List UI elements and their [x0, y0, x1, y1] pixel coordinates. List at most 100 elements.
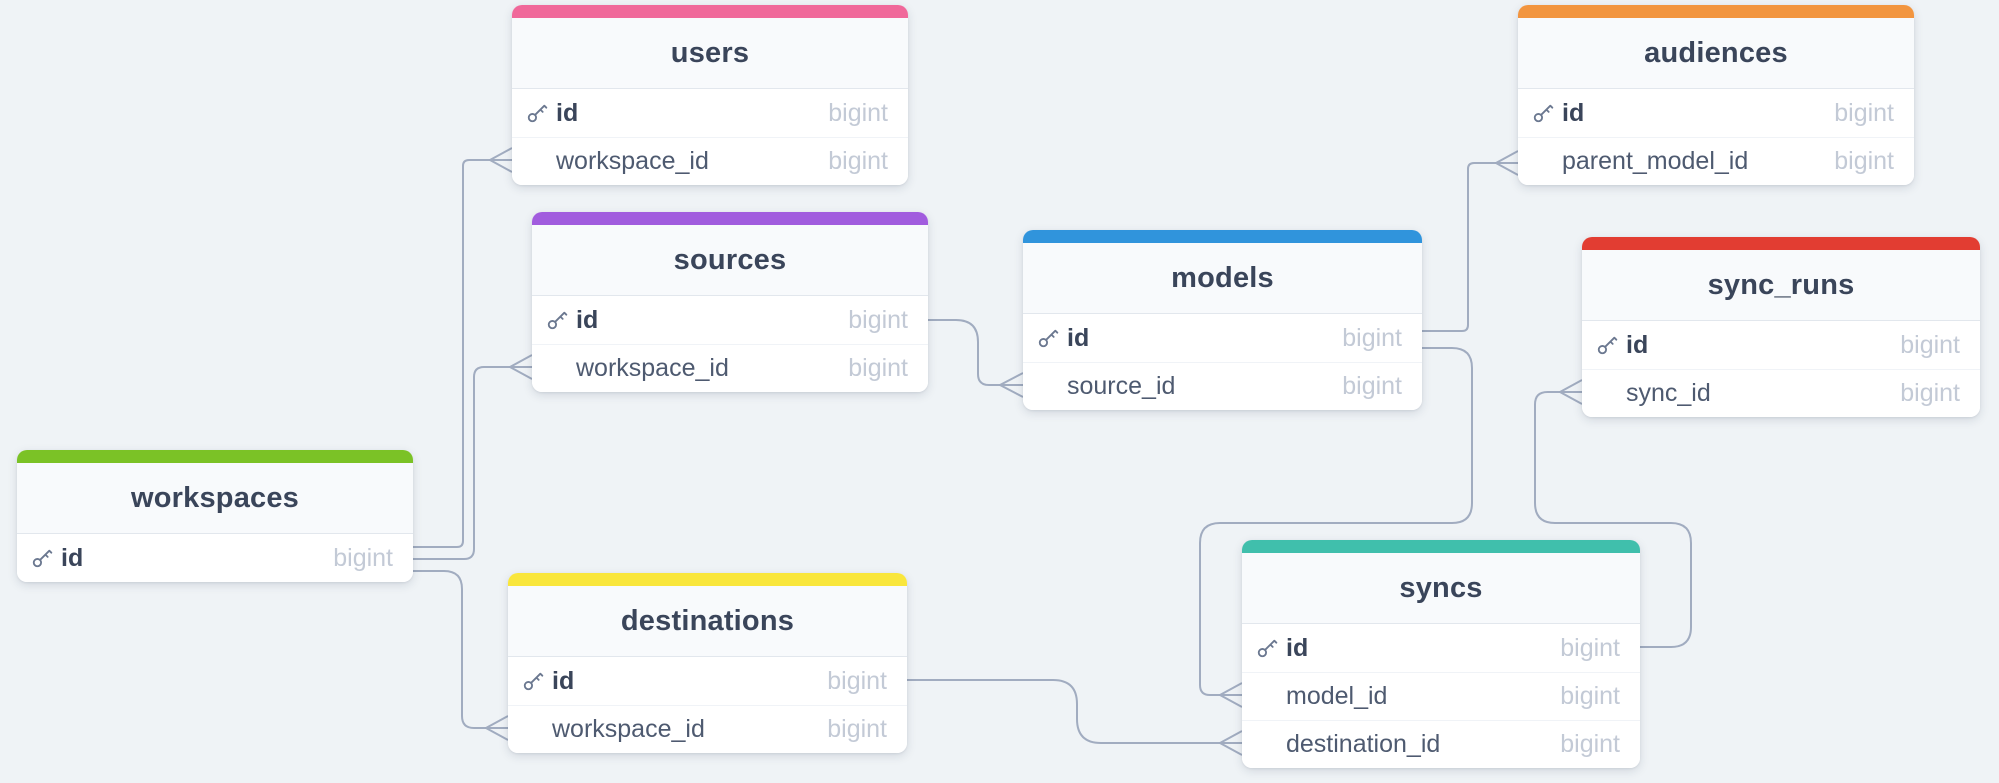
field-row-destination_id: destination_id bigint — [1242, 720, 1640, 768]
field-name: workspace_id — [552, 715, 705, 743]
field-name: id — [1286, 633, 1309, 662]
table-header: users — [512, 18, 908, 89]
field-name: id — [1562, 98, 1585, 127]
key-icon-spacer — [1596, 382, 1626, 406]
table-sources[interactable]: sources id bigint workspace_id bigint — [532, 212, 928, 392]
table-color-bar — [1582, 237, 1980, 250]
field-type: bigint — [1342, 323, 1402, 352]
primary-key-icon — [31, 546, 61, 570]
field-type: bigint — [848, 354, 908, 382]
field-row-workspace_id: workspace_id bigint — [508, 705, 907, 753]
field-name: parent_model_id — [1562, 147, 1749, 175]
primary-key-icon — [1037, 326, 1067, 350]
field-type: bigint — [827, 666, 887, 695]
field-name: workspace_id — [576, 354, 729, 382]
field-type: bigint — [827, 715, 887, 743]
relationship-models.id-to-audiences.parent_model_id — [1422, 150, 1519, 332]
field-name: id — [1067, 323, 1090, 352]
table-title: audiences — [1644, 36, 1788, 69]
table-models[interactable]: models id bigint source_id bigint — [1023, 230, 1422, 410]
field-row-workspace_id: workspace_id bigint — [532, 344, 928, 392]
edge-line — [413, 366, 510, 560]
crows-foot-icon — [489, 147, 513, 173]
table-title: models — [1171, 261, 1274, 294]
field-name: id — [576, 305, 599, 334]
key-icon-spacer — [1256, 733, 1286, 757]
edge-line — [1199, 347, 1473, 696]
field-name: source_id — [1067, 372, 1176, 400]
field-row-id: id bigint — [1582, 321, 1980, 369]
field-row-workspace_id: workspace_id bigint — [512, 137, 908, 185]
field-name: id — [1626, 330, 1649, 359]
field-name: id — [556, 98, 579, 127]
table-title: sources — [673, 243, 787, 276]
relationship-workspaces.id-to-destinations.workspace_id — [413, 570, 509, 741]
crows-foot-icon — [1219, 730, 1243, 756]
field-name: model_id — [1286, 682, 1388, 710]
field-type: bigint — [1900, 379, 1960, 407]
field-row-id: id bigint — [1023, 314, 1422, 362]
table-color-bar — [508, 573, 907, 586]
table-title: users — [670, 36, 750, 69]
field-name: workspace_id — [556, 147, 709, 175]
primary-key-icon — [1256, 636, 1286, 660]
primary-key-icon — [1532, 101, 1562, 125]
table-title: syncs — [1399, 571, 1483, 604]
edge-line — [907, 679, 1220, 744]
crows-foot-icon — [1495, 150, 1519, 176]
field-name: sync_id — [1626, 379, 1711, 407]
table-header: audiences — [1518, 18, 1914, 89]
relationship-models.id-to-syncs.model_id — [1199, 347, 1473, 708]
field-type: bigint — [848, 305, 908, 334]
field-type: bigint — [1834, 98, 1894, 127]
crows-foot-icon — [1559, 379, 1583, 405]
primary-key-icon — [522, 669, 552, 693]
table-header: models — [1023, 243, 1422, 314]
table-title: workspaces — [130, 481, 300, 514]
field-name: id — [61, 543, 84, 572]
table-color-bar — [1242, 540, 1640, 553]
field-row-source_id: source_id bigint — [1023, 362, 1422, 410]
crows-foot-icon — [1219, 682, 1243, 708]
edge-line — [1422, 162, 1496, 332]
field-type: bigint — [1342, 372, 1402, 400]
key-icon-spacer — [522, 718, 552, 742]
table-color-bar — [1518, 5, 1914, 18]
field-type: bigint — [1560, 730, 1620, 758]
field-name: destination_id — [1286, 730, 1441, 758]
field-row-id: id bigint — [1518, 89, 1914, 137]
field-row-id: id bigint — [1242, 624, 1640, 672]
key-icon-spacer — [1256, 685, 1286, 709]
table-header: workspaces — [17, 463, 413, 534]
relationship-syncs.id-to-sync_runs.sync_id — [1534, 379, 1692, 648]
field-type: bigint — [1900, 330, 1960, 359]
relationship-workspaces.id-to-users.workspace_id — [413, 147, 513, 548]
field-row-id: id bigint — [532, 296, 928, 344]
primary-key-icon — [546, 308, 576, 332]
relationship-destinations.id-to-syncs.destination_id — [907, 679, 1243, 756]
key-icon-spacer — [1037, 375, 1067, 399]
edge-line — [1534, 391, 1692, 648]
field-type: bigint — [828, 147, 888, 175]
key-icon-spacer — [526, 150, 556, 174]
table-color-bar — [512, 5, 908, 18]
crows-foot-icon — [999, 372, 1024, 398]
field-type: bigint — [1560, 633, 1620, 662]
field-rows: id bigint source_id bigint — [1023, 314, 1422, 410]
table-color-bar — [532, 212, 928, 225]
